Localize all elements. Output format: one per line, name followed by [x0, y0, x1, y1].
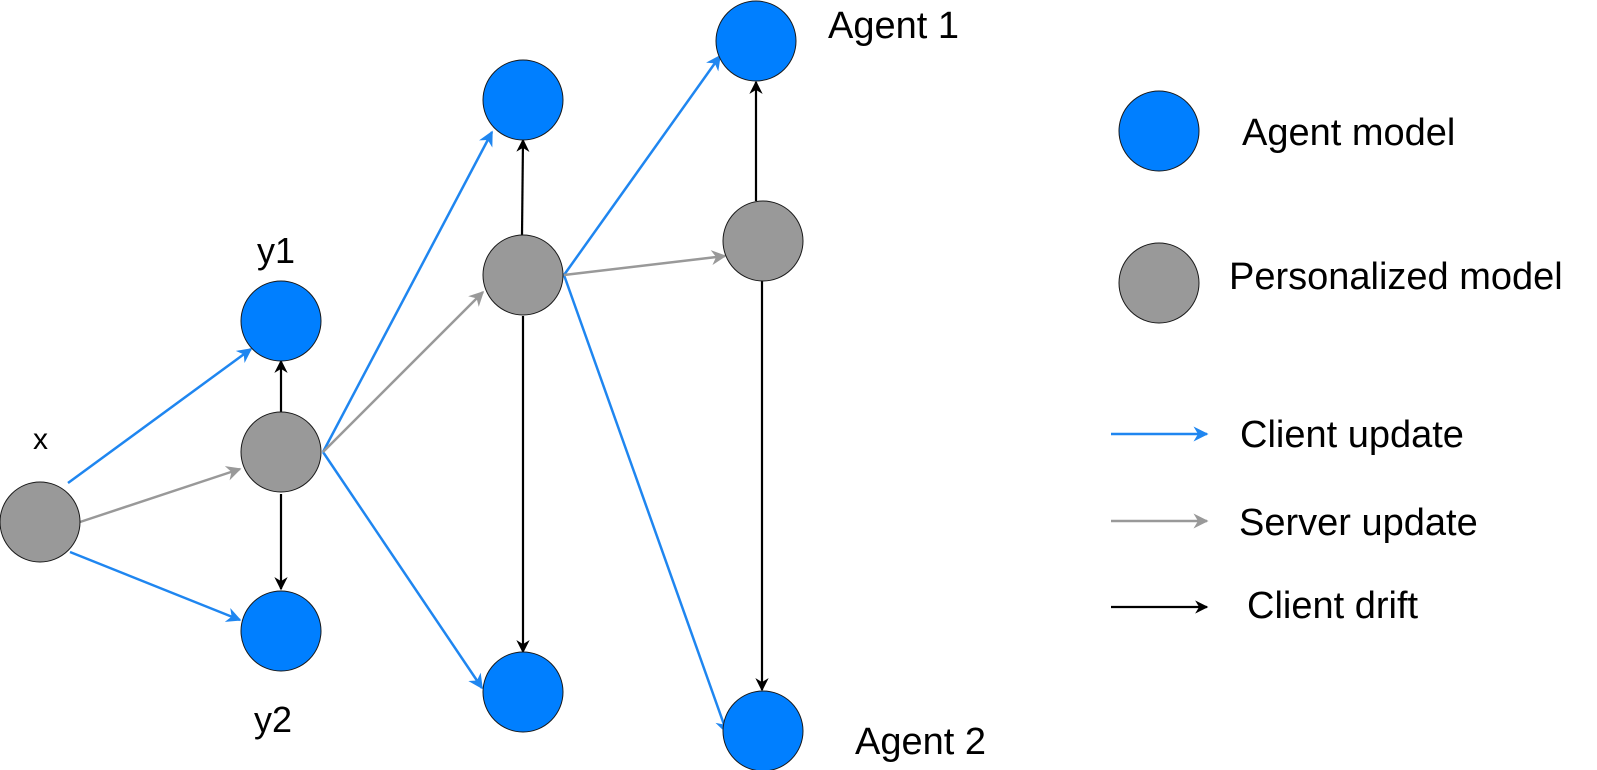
personalized-node-x	[0, 481, 81, 563]
legend: Agent model Personalized model Client up…	[1111, 90, 1563, 627]
client-drift-edge	[516, 138, 530, 236]
agent-node	[482, 59, 564, 141]
client-update-edge	[321, 130, 494, 453]
legend-server-update-label: Server update	[1239, 502, 1478, 544]
server-update-edge	[563, 250, 727, 277]
legend-agent-label: Agent model	[1242, 112, 1455, 154]
client-update-edge	[69, 550, 242, 622]
legend-agent-swatch	[1118, 90, 1200, 172]
personalized-node	[482, 234, 564, 316]
legend-personalized-swatch	[1118, 242, 1200, 324]
legend-client-drift-label: Client drift	[1247, 585, 1418, 627]
label-y2: y2	[254, 699, 292, 740]
label-agent2: Agent 2	[855, 721, 986, 763]
agent-node-y1	[240, 280, 322, 362]
legend-personalized-label: Personalized model	[1229, 256, 1563, 298]
client-update-edge	[67, 347, 253, 485]
agent-node-agent1	[715, 0, 797, 82]
agent-node	[482, 651, 564, 733]
label-y1: y1	[257, 230, 295, 271]
server-update-edge	[79, 466, 242, 524]
client-update-edge	[562, 274, 730, 735]
agent-node-agent2	[722, 690, 804, 770]
agent-node-y2	[240, 590, 322, 672]
client-update-edge	[321, 451, 484, 690]
label-x: x	[33, 423, 48, 456]
label-agent1: Agent 1	[828, 5, 959, 47]
client-update-edge	[562, 54, 722, 276]
personalized-node	[722, 200, 804, 282]
personalized-node	[240, 411, 322, 493]
legend-client-update-label: Client update	[1240, 414, 1464, 456]
server-update-edge	[322, 290, 485, 453]
